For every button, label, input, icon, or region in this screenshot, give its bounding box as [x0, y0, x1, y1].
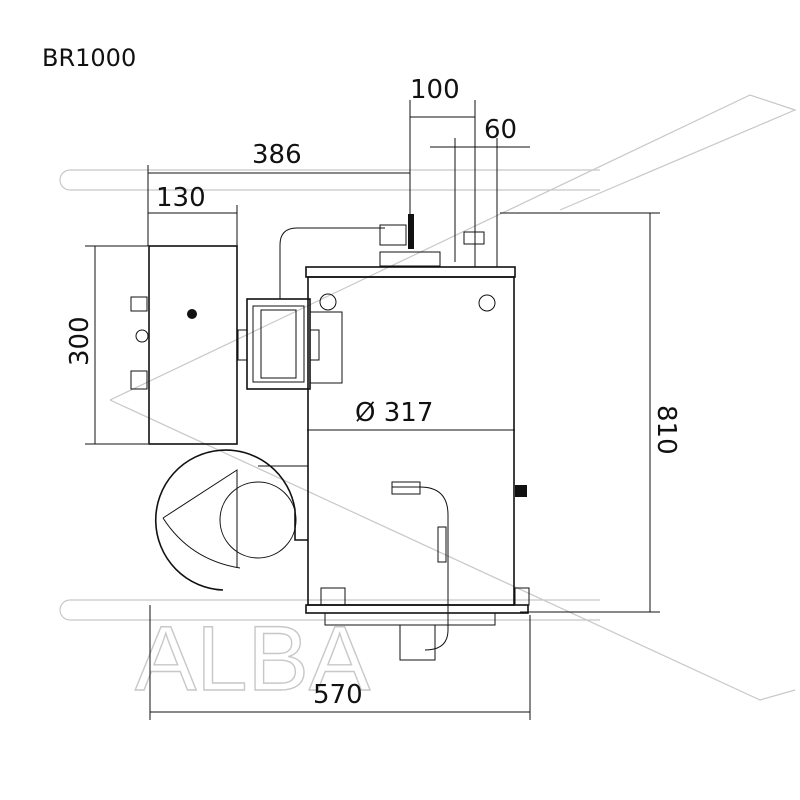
dimension-130: 130: [156, 183, 206, 213]
dimension-386: 386: [252, 140, 302, 170]
control-box: [130, 245, 238, 445]
dimension-100: 100: [410, 75, 460, 105]
fan-housing: [154, 449, 308, 591]
dimension-810: 810: [651, 405, 681, 455]
dimension-300: 300: [65, 316, 95, 366]
dimension-570: 570: [313, 680, 363, 710]
dimension-60: 60: [484, 115, 517, 145]
dimension-lines: [85, 100, 660, 720]
burner-body: [305, 213, 530, 661]
flange: [237, 227, 385, 390]
model-title: BR1000: [42, 44, 137, 72]
dimension-diameter-317: Ø 317: [355, 398, 433, 428]
